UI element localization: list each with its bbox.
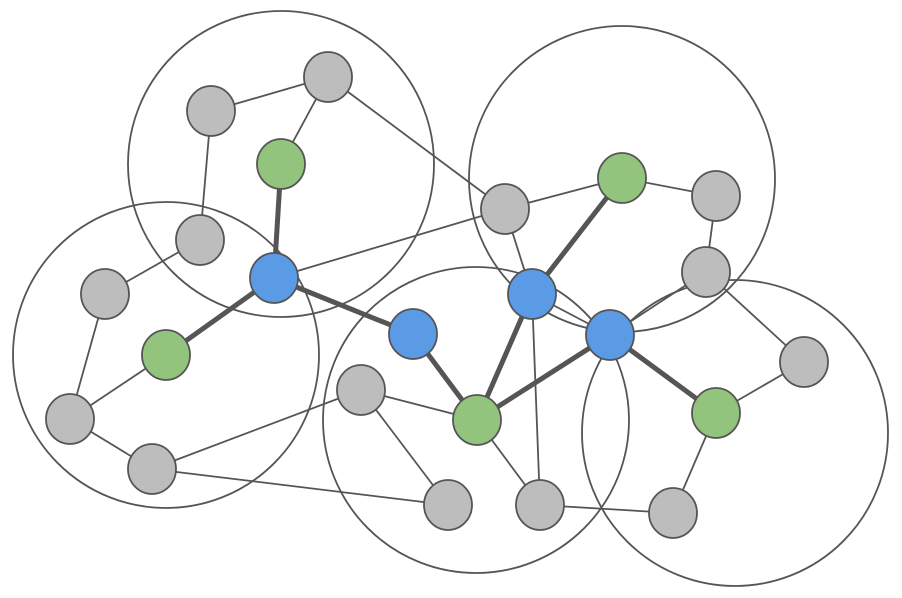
edges-layer <box>69 76 805 514</box>
edge-n02-n10 <box>327 76 506 210</box>
node-gray-n04 <box>175 214 225 266</box>
node-green-n07 <box>141 329 191 381</box>
node-gray-n12 <box>691 170 741 222</box>
edge-n09-n17 <box>151 389 362 470</box>
node-gray-n19 <box>779 336 829 388</box>
node-green-n22 <box>691 387 741 439</box>
node-green-n11 <box>597 152 647 204</box>
edge-n09-n20 <box>151 468 449 506</box>
node-blue-n05 <box>249 252 299 304</box>
nodes-layer <box>45 51 829 539</box>
community-circle-bottom-right <box>581 279 889 587</box>
node-gray-n17 <box>336 364 386 416</box>
edge-n05-n10 <box>273 208 506 279</box>
community-circle-left <box>12 201 320 509</box>
node-gray-n09 <box>127 443 177 495</box>
node-blue-n16 <box>585 309 635 361</box>
node-gray-n20 <box>423 479 473 531</box>
node-green-n03 <box>256 138 306 190</box>
node-gray-n10 <box>480 183 530 235</box>
edge-n16-n18 <box>474 332 613 423</box>
node-gray-n08 <box>45 393 95 445</box>
node-green-n18 <box>452 394 502 446</box>
community-circle-top-left <box>127 10 435 318</box>
node-gray-n21 <box>515 479 565 531</box>
node-gray-n06 <box>80 268 130 320</box>
node-gray-n02 <box>303 51 353 103</box>
node-gray-n01 <box>186 85 236 137</box>
node-blue-n14 <box>388 308 438 360</box>
node-gray-n13 <box>681 246 731 298</box>
edge-n15-n21 <box>531 293 541 506</box>
node-gray-n24 <box>648 487 698 539</box>
node-blue-n15 <box>507 268 557 320</box>
community-circle-bottom-center <box>322 266 630 574</box>
